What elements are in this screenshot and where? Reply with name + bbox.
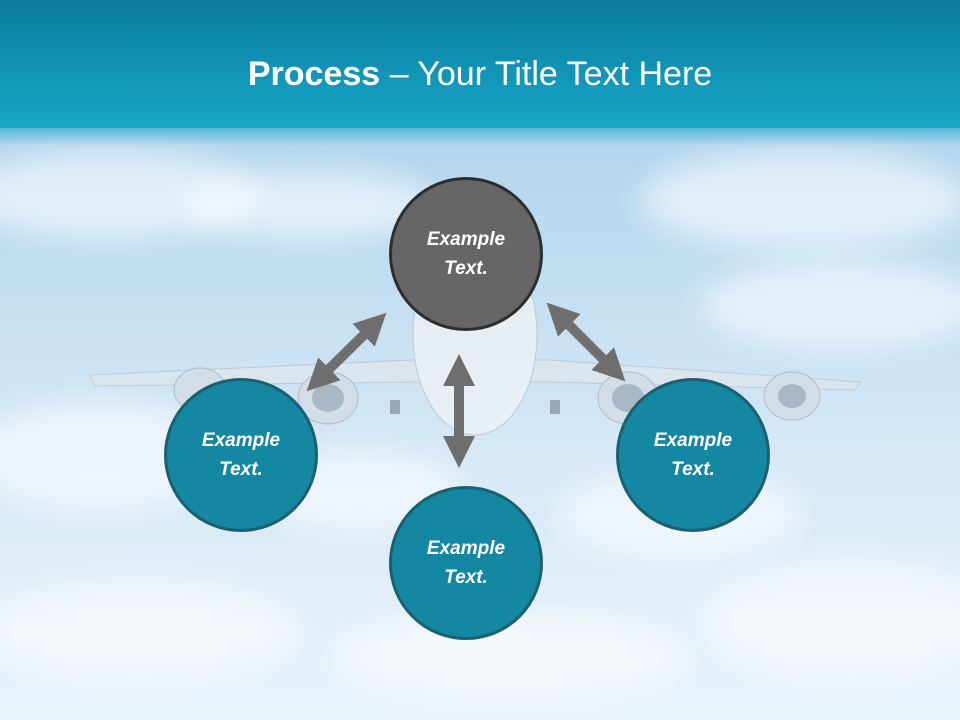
slide-title: Process – Your Title Text Here: [0, 52, 960, 96]
right-node-label: Example Text.: [653, 430, 733, 480]
center-node-label: Example Text.: [426, 229, 506, 279]
arrow-left: [306, 312, 387, 392]
title-rest: – Your Title Text Here: [380, 55, 713, 93]
bottom-node-label: Example Text.: [426, 538, 506, 588]
arrow-right: [546, 302, 626, 382]
right-node: Example Text.: [616, 378, 770, 532]
center-node: Example Text.: [389, 177, 543, 331]
bottom-node: Example Text.: [389, 486, 543, 640]
left-node: Example Text.: [164, 378, 318, 532]
header-bar: [0, 0, 960, 128]
left-node-label: Example Text.: [201, 430, 281, 480]
title-bold: Process: [247, 55, 381, 93]
